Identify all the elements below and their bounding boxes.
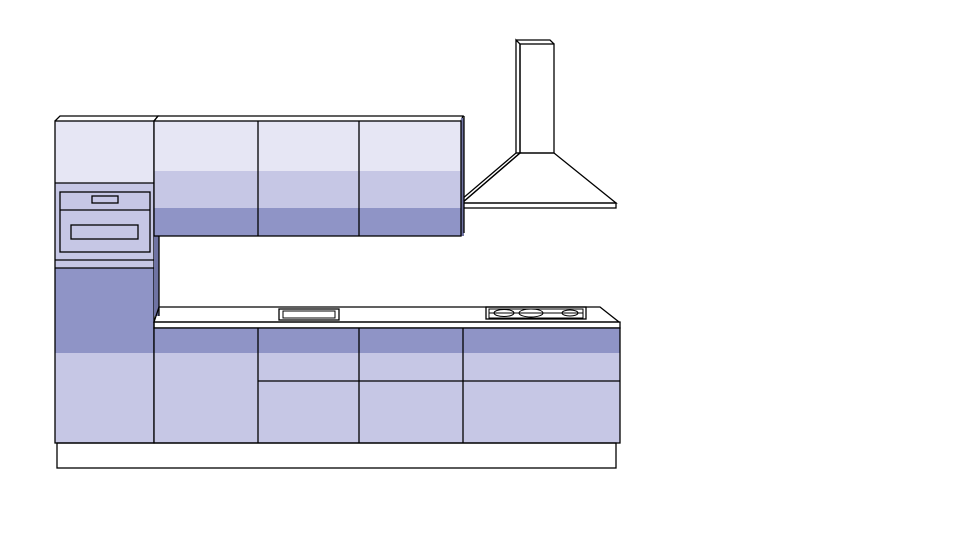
cooktop-icon (485, 306, 587, 320)
side-panel-shadow (154, 236, 159, 316)
base-cabinet-drawers (258, 328, 360, 443)
plinth (56, 442, 617, 469)
tall-oven-cabinet (54, 115, 160, 444)
oven-handle (91, 195, 119, 204)
base-cabinet-drawers (359, 328, 464, 443)
hood-rim (461, 202, 617, 209)
oven-window (70, 224, 139, 240)
range-hood-icon (460, 38, 618, 209)
sink-icon (278, 308, 340, 321)
wall-oven-icon (59, 191, 151, 253)
base-cabinets (153, 327, 621, 444)
hood-canopy (460, 152, 618, 204)
hood-chimney (515, 38, 555, 154)
wall-cabinets (153, 115, 465, 237)
